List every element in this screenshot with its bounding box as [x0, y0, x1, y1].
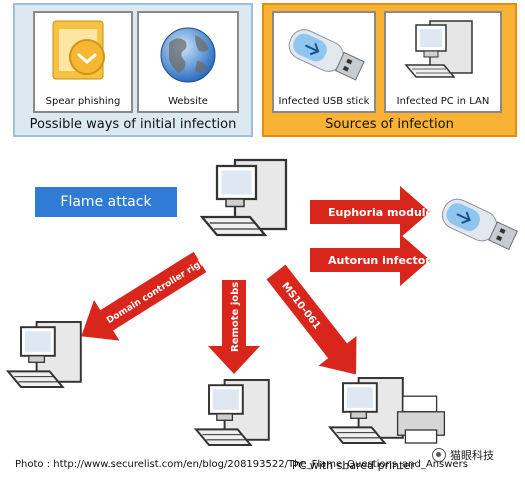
central-computer-icon [200, 158, 288, 237]
computer-icon [7, 321, 82, 388]
arrow-label: Euphoria module [328, 206, 433, 219]
card-label: Infected PC in LAN [396, 96, 490, 107]
card-label: Infected USB stick [278, 96, 370, 107]
card-label: Website [168, 96, 208, 107]
spear-phishing-card: Spear phishing [33, 11, 133, 113]
arrow-label: Remote jobs [230, 282, 241, 352]
watermark-logo-icon [432, 448, 446, 462]
arrow-label: Domain controller rights [105, 252, 216, 326]
flame-attack-title-box: Flame attack [35, 187, 177, 217]
website-card: Website [137, 11, 239, 113]
computer-icon [195, 379, 270, 446]
remote-jobs-arrow: Remote jobs [208, 280, 260, 374]
usb-stick-icon [288, 29, 365, 81]
outlook-envelope-icon [52, 20, 105, 80]
card-label: Spear phishing [45, 96, 121, 107]
ms10-061-arrow: MS10-061 [266, 264, 357, 375]
panel-caption: Possible ways of initial infection [29, 117, 237, 132]
watermark-text: 猫眼科技 [450, 449, 494, 462]
computer-printer-icon [329, 377, 446, 444]
pc-with-shared-printer-caption: PC with shared printer [292, 459, 415, 472]
infected-pc-card: Infected PC in LAN [384, 11, 502, 113]
usb-stick-icon [441, 198, 518, 251]
domain-controller-arrow: Domain controller rights [81, 252, 216, 341]
euphoria-arrow: Euphoria module [310, 186, 433, 238]
arrow-label: Autorun infector [328, 254, 431, 267]
globe-icon [160, 27, 216, 83]
initial-infection-panel: Spear phishing Website Possible ways of … [13, 3, 253, 137]
sources-of-infection-panel: Infected USB stick Infected PC in LAN So… [262, 3, 517, 137]
autorun-arrow: Autorun infector [310, 234, 431, 286]
usb-stick-card: Infected USB stick [272, 11, 376, 113]
panel-caption: Sources of infection [325, 117, 454, 132]
computer-icon [404, 20, 473, 78]
photo-credit: Photo : http://www.securelist.com/en/blo… [15, 459, 468, 470]
watermark: 猫眼科技 [432, 445, 494, 465]
